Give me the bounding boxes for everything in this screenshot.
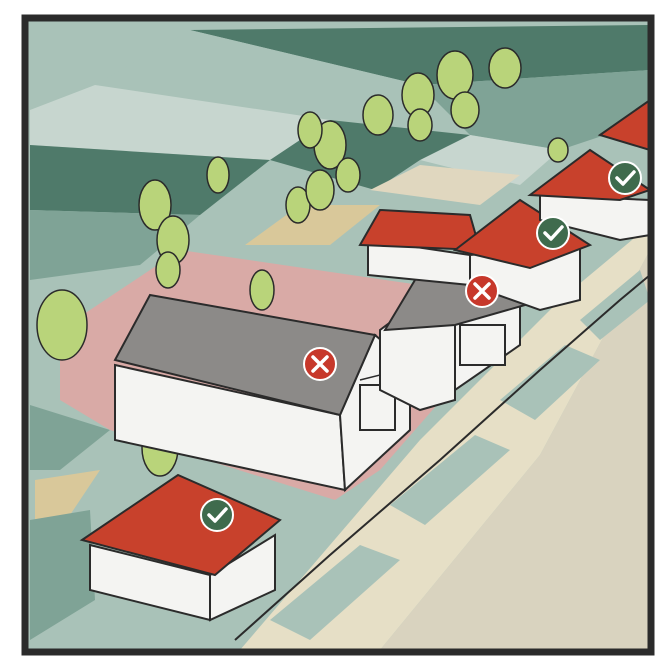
approved-marker-front-house[interactable]	[201, 499, 233, 531]
check-icon-badge	[537, 217, 569, 249]
check-icon-badge	[609, 162, 641, 194]
approved-marker-far-house[interactable]	[609, 162, 641, 194]
rejected-marker-barn[interactable]	[304, 348, 336, 380]
check-icon-badge	[201, 499, 233, 531]
rejected-marker-gable-building[interactable]	[466, 275, 498, 307]
approved-marker-mid-house[interactable]	[537, 217, 569, 249]
